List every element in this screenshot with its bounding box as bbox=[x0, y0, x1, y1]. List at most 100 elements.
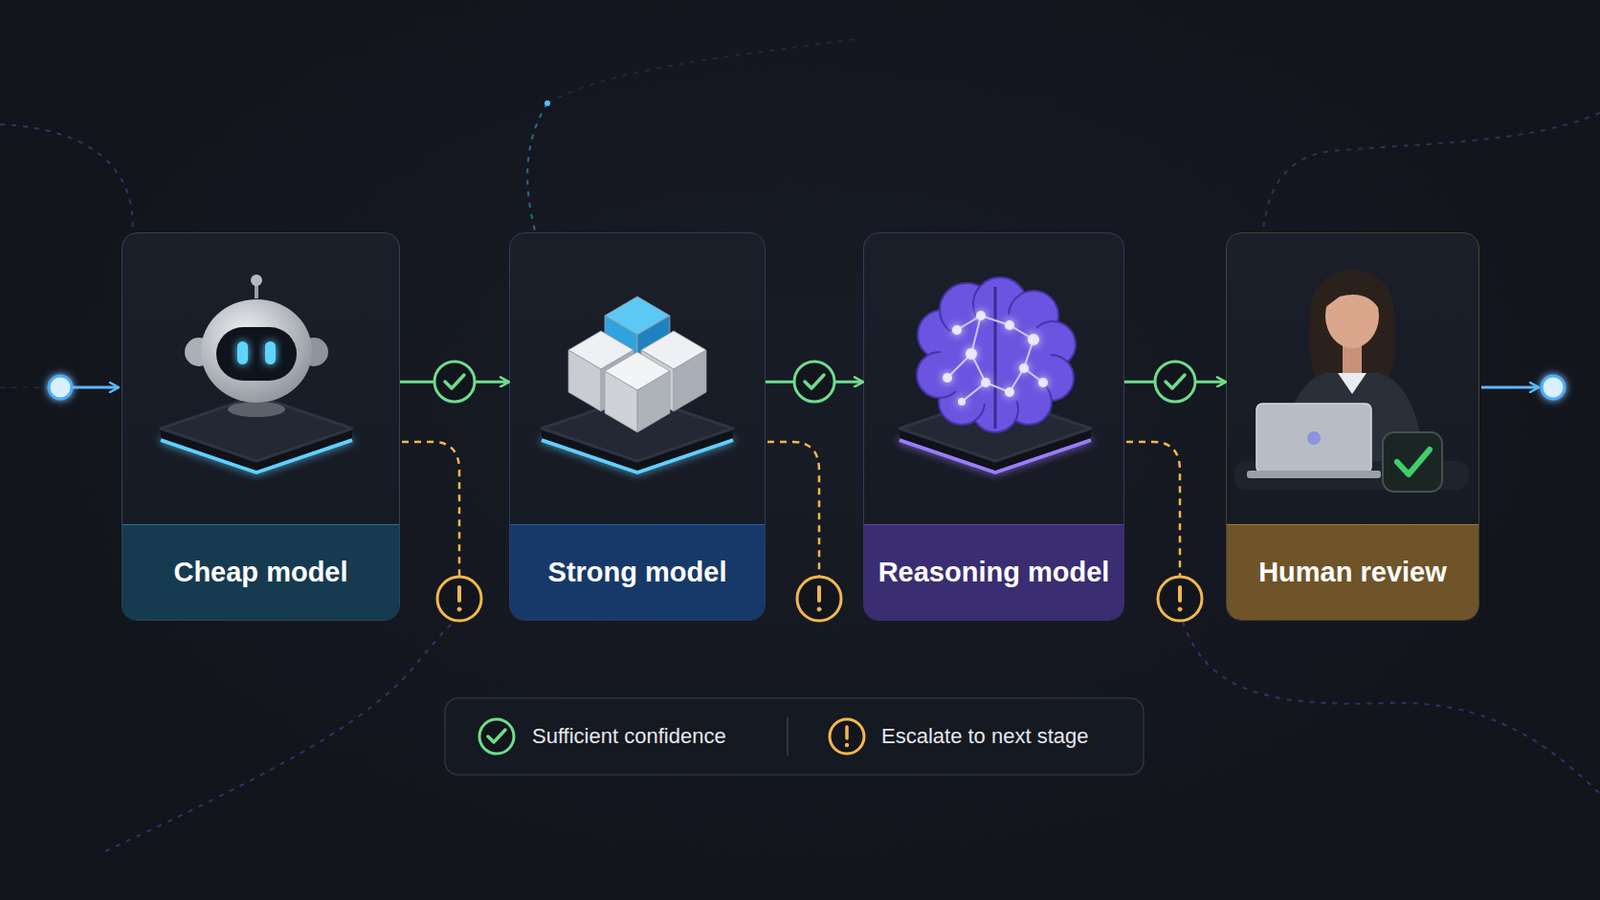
platform bbox=[899, 396, 1091, 473]
reviewer-illustration bbox=[1397, 449, 1430, 475]
cubes-illustration bbox=[641, 331, 707, 370]
brain-illustration bbox=[939, 283, 994, 337]
check-mark bbox=[804, 375, 824, 389]
legend-escalate-sample bbox=[844, 743, 849, 748]
cubes-illustration bbox=[637, 371, 670, 433]
legend-frame bbox=[786, 717, 789, 756]
platform bbox=[541, 428, 734, 471]
background-curve bbox=[0, 124, 134, 251]
cubes-illustration bbox=[600, 350, 634, 412]
check-mark bbox=[444, 375, 1185, 389]
escalation-leader bbox=[767, 442, 820, 577]
brain-illustration bbox=[947, 315, 981, 378]
output-terminal bbox=[1541, 376, 1565, 400]
escalation-icon bbox=[437, 577, 482, 622]
legend-escalate-sample bbox=[844, 727, 849, 739]
cubes-illustration bbox=[568, 331, 634, 370]
legend-check-sample bbox=[479, 719, 514, 755]
background-curve bbox=[1263, 112, 1600, 230]
escalation-leader bbox=[401, 442, 1180, 577]
reviewer-illustration bbox=[1324, 274, 1381, 312]
brain-illustration bbox=[939, 312, 1051, 405]
brain-illustration bbox=[972, 386, 1019, 433]
brain-illustration bbox=[916, 277, 1076, 433]
brain-illustration bbox=[942, 311, 1048, 406]
brain-illustration bbox=[994, 287, 998, 429]
reviewer-illustration bbox=[1325, 283, 1379, 349]
stage-label: Cheap model bbox=[173, 556, 348, 589]
robot-illustration bbox=[254, 283, 259, 299]
robot-illustration bbox=[216, 327, 297, 381]
reviewer-illustration bbox=[1382, 432, 1443, 492]
brain-illustration bbox=[980, 377, 991, 388]
confidence-check bbox=[434, 361, 1196, 402]
platform bbox=[160, 396, 353, 473]
brain-illustration bbox=[1038, 377, 1048, 388]
brain-illustration bbox=[1005, 378, 1052, 425]
exclamation-mark bbox=[817, 587, 822, 601]
cubes-illustration bbox=[604, 352, 670, 391]
stage-label: Reasoning model bbox=[878, 556, 1111, 589]
background-curve bbox=[1182, 622, 1600, 795]
brain-illustration bbox=[947, 315, 1044, 402]
output-terminal bbox=[1481, 386, 1539, 390]
exclamation-mark bbox=[1177, 607, 1182, 612]
reviewer-illustration bbox=[1246, 470, 1381, 479]
confidence-check bbox=[794, 361, 835, 402]
robot-illustration bbox=[184, 274, 329, 418]
reviewer-illustration bbox=[1234, 461, 1469, 490]
background-curve bbox=[0, 386, 66, 389]
reviewer-illustration bbox=[1282, 373, 1424, 462]
platform bbox=[541, 396, 734, 473]
flow-arrow bbox=[400, 380, 510, 384]
exclamation-mark bbox=[457, 587, 1182, 612]
reviewer-illustration bbox=[1234, 269, 1469, 492]
brain-illustration bbox=[916, 277, 1076, 433]
brain-illustration bbox=[965, 348, 978, 360]
brain-illustration bbox=[926, 299, 1065, 419]
legend-frame bbox=[444, 698, 1144, 776]
stage-label-band: Strong model bbox=[510, 524, 765, 621]
brain-illustration bbox=[976, 311, 986, 321]
confidence-check bbox=[1155, 361, 1196, 402]
output-terminal bbox=[1481, 376, 1565, 400]
brain-illustration bbox=[973, 277, 1027, 332]
stage-card: Reasoning model bbox=[863, 232, 1125, 622]
platform bbox=[541, 440, 734, 473]
cubes-illustration bbox=[604, 296, 670, 335]
stage-card: Cheap model bbox=[121, 232, 400, 622]
stage-label: Human review bbox=[1258, 556, 1447, 589]
brain-illustration bbox=[938, 378, 985, 425]
cubes-illustration bbox=[637, 315, 670, 378]
exclamation-mark bbox=[817, 607, 822, 612]
escalation-leader bbox=[1126, 442, 1180, 577]
platform bbox=[899, 440, 1091, 473]
cubes-illustration bbox=[641, 350, 674, 412]
background-curve bbox=[547, 38, 862, 104]
reviewer-illustration bbox=[1256, 403, 1372, 473]
escalation-icon bbox=[1157, 577, 1202, 622]
platform bbox=[541, 396, 734, 462]
brain-illustration bbox=[980, 315, 1010, 326]
brain-illustration bbox=[1029, 321, 1076, 368]
robot-illustration bbox=[237, 341, 248, 365]
background-curve bbox=[527, 103, 548, 235]
brain-illustration bbox=[916, 352, 963, 399]
stage-label-band: Cheap model bbox=[122, 524, 400, 621]
platform bbox=[160, 440, 353, 473]
brain-illustration bbox=[961, 354, 986, 402]
check-mark bbox=[444, 375, 465, 389]
exclamation-mark bbox=[457, 587, 462, 601]
confidence-check bbox=[434, 361, 475, 402]
brain-illustration bbox=[1027, 333, 1040, 346]
input-terminal bbox=[48, 376, 72, 400]
brain-illustration bbox=[1008, 290, 1059, 341]
robot-illustration bbox=[184, 337, 214, 367]
background-dot bbox=[544, 100, 551, 107]
stage-label-band: Human review bbox=[1226, 524, 1479, 621]
platform bbox=[899, 428, 1091, 471]
exclamation-mark bbox=[457, 607, 462, 612]
legend-check-sample bbox=[479, 719, 514, 755]
